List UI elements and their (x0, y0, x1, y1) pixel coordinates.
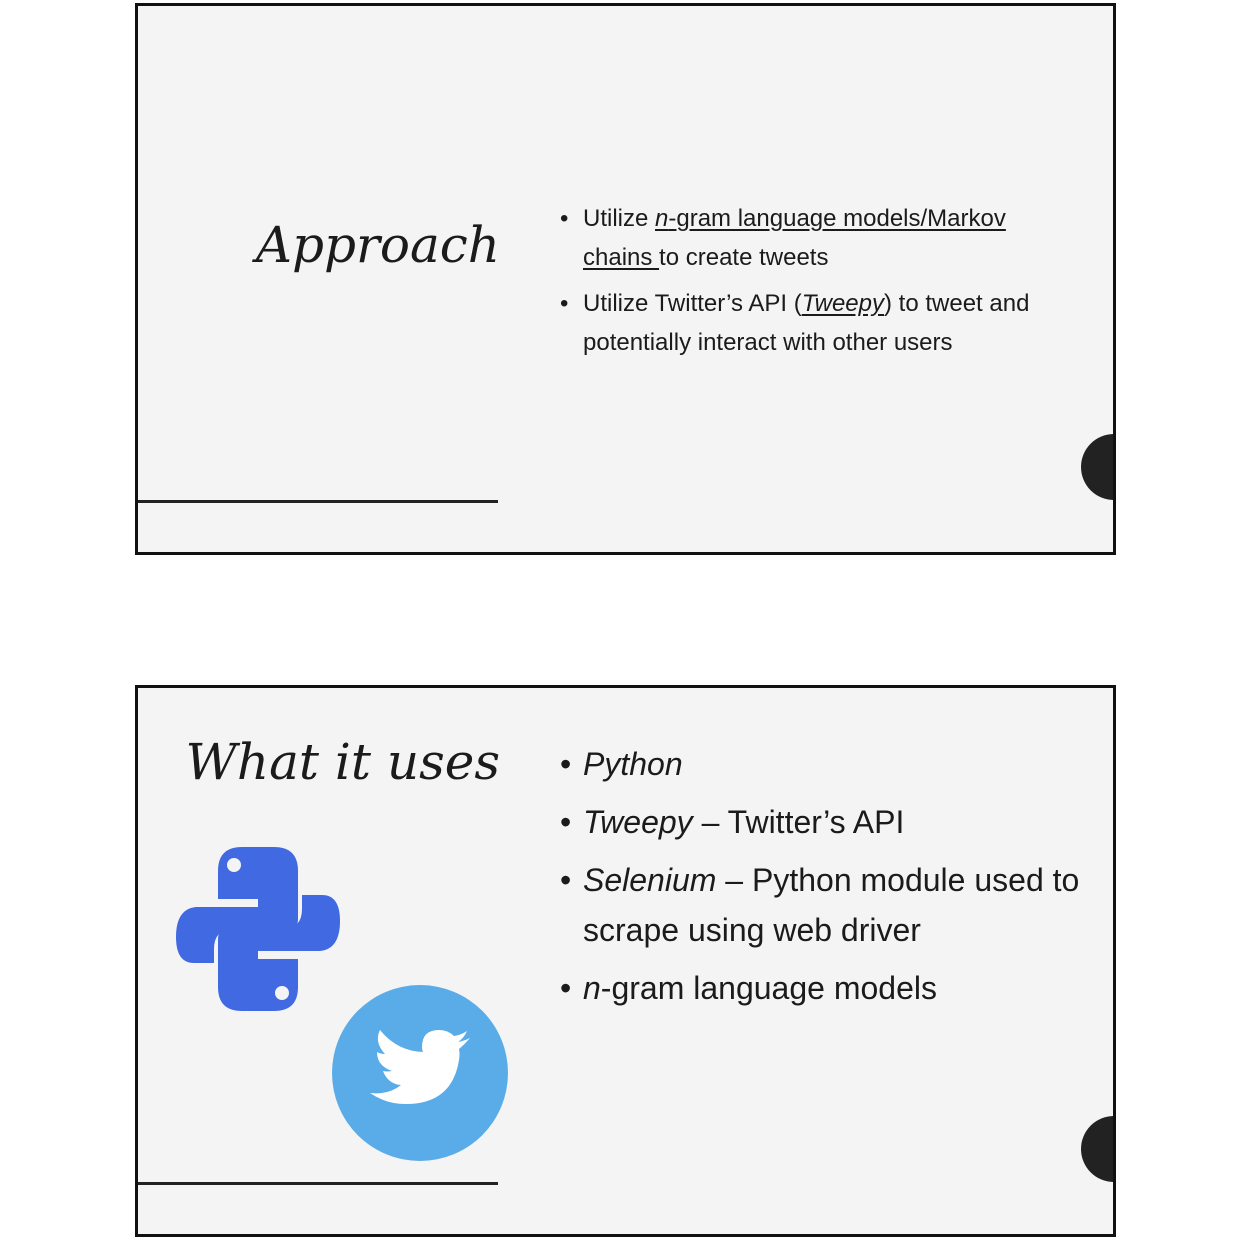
title-underline-rule (138, 500, 498, 503)
bullet-item: Tweepy – Twitter’s API (558, 797, 1098, 847)
bullet-text: Python (583, 746, 683, 782)
bullet-text: n (655, 205, 669, 232)
bullet-item: Python (558, 739, 1098, 789)
bullet-item: Utilize Twitter’s API (Tweepy) to tweet … (558, 285, 1048, 362)
bullet-text: Utilize (583, 205, 656, 232)
bullet-text: ) to tweet and potentially interact with… (583, 290, 1030, 356)
bullet-text: -gram language models (600, 970, 937, 1006)
bullet-text: Selenium (583, 862, 717, 898)
bullet-text: Tweepy (801, 290, 884, 317)
bullet-item: n-gram language models (558, 963, 1098, 1013)
bullet-text: Tweepy (583, 804, 693, 840)
bullet-text: n (583, 970, 601, 1006)
bullet-item: Selenium – Python module used to scrape … (558, 855, 1098, 955)
bullet-item: Utilize n-gram language models/Markov ch… (558, 200, 1048, 277)
python-logo-icon (176, 847, 340, 1011)
bullet-list: Python Tweepy – Twitter’s API Selenium –… (558, 739, 1098, 1021)
bullet-text: to create tweets (659, 243, 829, 271)
slide-title: What it uses (185, 733, 500, 791)
twitter-bird-icon (332, 985, 508, 1161)
slide-what-it-uses: What it uses Python Tweepy – Twitter’s A… (135, 685, 1116, 1237)
slide-title: Approach (255, 216, 500, 274)
bullet-text: – Python module used to scrape using web… (583, 862, 1080, 948)
bullet-text: – Twitter’s API (692, 804, 905, 840)
corner-dot-decoration (1081, 434, 1113, 500)
slide-approach: Approach Utilize n-gram language models/… (135, 3, 1116, 555)
title-underline-rule (138, 1182, 498, 1185)
bullet-list: Utilize n-gram language models/Markov ch… (558, 200, 1048, 370)
bullet-text: -gram language models/Markov chains (583, 205, 1006, 271)
bullet-text: Utilize Twitter’s API ( (583, 290, 802, 317)
corner-dot-decoration (1081, 1116, 1113, 1182)
